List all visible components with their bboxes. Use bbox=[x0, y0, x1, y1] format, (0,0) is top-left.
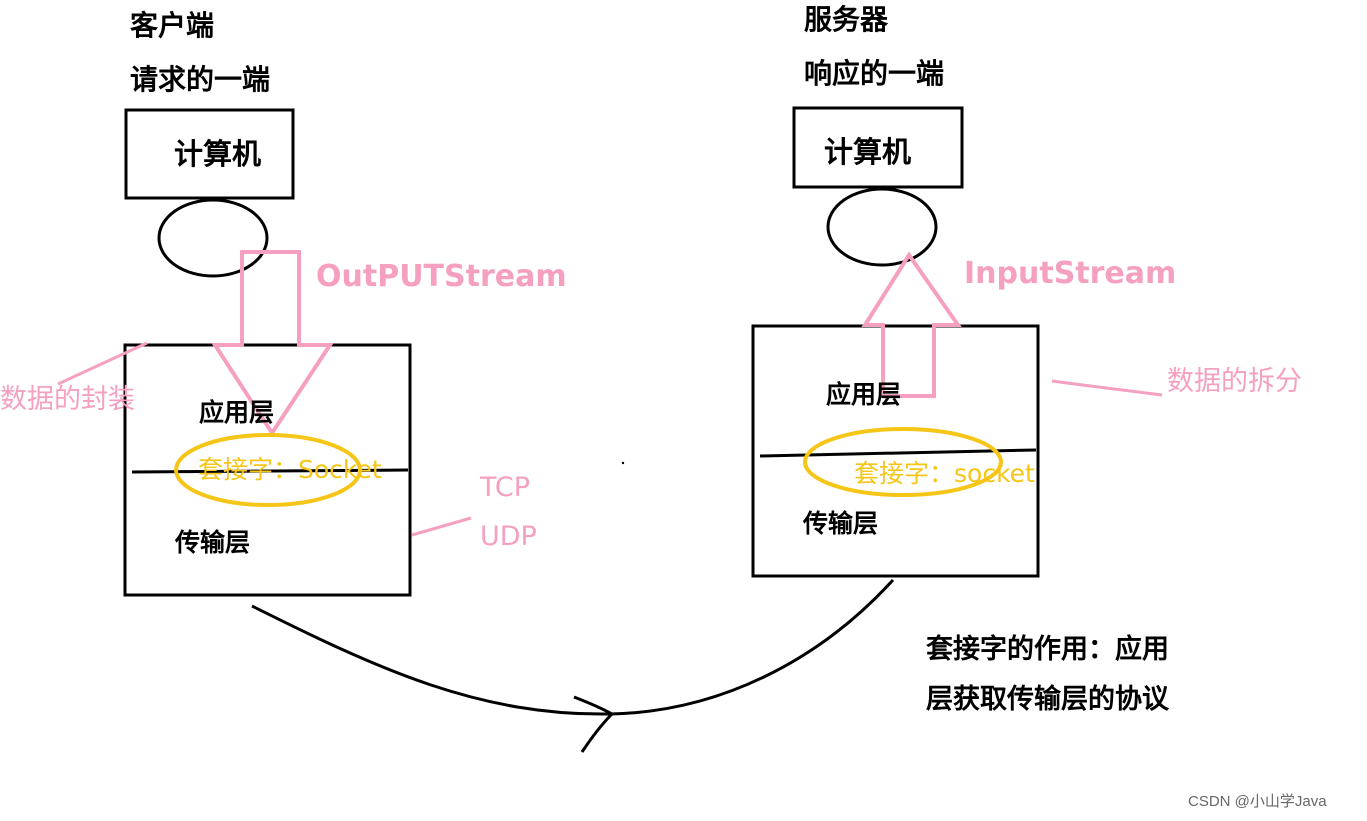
server-app-layer-label: 应用层 bbox=[826, 380, 902, 409]
server-inputstream-label: InputStream bbox=[964, 256, 1177, 291]
client-encapsulation-note: 数据的封装 bbox=[0, 384, 135, 415]
outputstream-down-arrow bbox=[211, 250, 334, 437]
protocol-tcp: TCP bbox=[480, 472, 531, 503]
protocol-pointer bbox=[411, 516, 472, 537]
client-transport-layer-label: 传输层 bbox=[175, 528, 251, 557]
client-title: 客户端 bbox=[130, 9, 215, 42]
client-computer-label: 计算机 bbox=[174, 137, 262, 171]
server-subtitle: 响应的一端 bbox=[804, 57, 945, 90]
client-socket-ellipse bbox=[157, 198, 269, 278]
client-subtitle: 请求的一端 bbox=[130, 63, 271, 96]
server-socket-highlight bbox=[803, 427, 1003, 497]
client-outputstream-label: OutPUTStream bbox=[316, 259, 567, 294]
server-transport-layer-label: 传输层 bbox=[803, 509, 879, 538]
split-pointer bbox=[1051, 379, 1163, 397]
stray-dot bbox=[621, 461, 625, 465]
server-socket-ellipse bbox=[826, 187, 938, 267]
client-app-layer-label: 应用层 bbox=[199, 398, 275, 427]
transport-connection-curve bbox=[251, 578, 895, 716]
client-layer-box bbox=[123, 343, 412, 597]
inputstream-up-arrow bbox=[861, 251, 962, 398]
server-layer-box bbox=[751, 324, 1040, 578]
connection-arrowhead bbox=[573, 695, 614, 753]
server-computer-label: 计算机 bbox=[824, 135, 912, 169]
client-socket-highlight bbox=[174, 433, 362, 507]
encapsulation-pointer bbox=[57, 341, 148, 386]
socket-role-note-line1: 套接字的作用：应用 bbox=[926, 634, 1169, 665]
protocol-udp: UDP bbox=[480, 521, 537, 552]
socket-role-note-line2: 层获取传输层的协议 bbox=[926, 684, 1169, 715]
watermark: CSDN @小山学Java bbox=[1188, 793, 1327, 810]
server-title: 服务器 bbox=[804, 3, 889, 36]
server-split-note: 数据的拆分 bbox=[1167, 366, 1302, 397]
client-socket-label: 套接字：Socket bbox=[198, 455, 382, 484]
server-socket-label: 套接字：socket bbox=[854, 459, 1035, 488]
server-computer-box bbox=[792, 106, 964, 189]
client-computer-box bbox=[124, 108, 295, 200]
